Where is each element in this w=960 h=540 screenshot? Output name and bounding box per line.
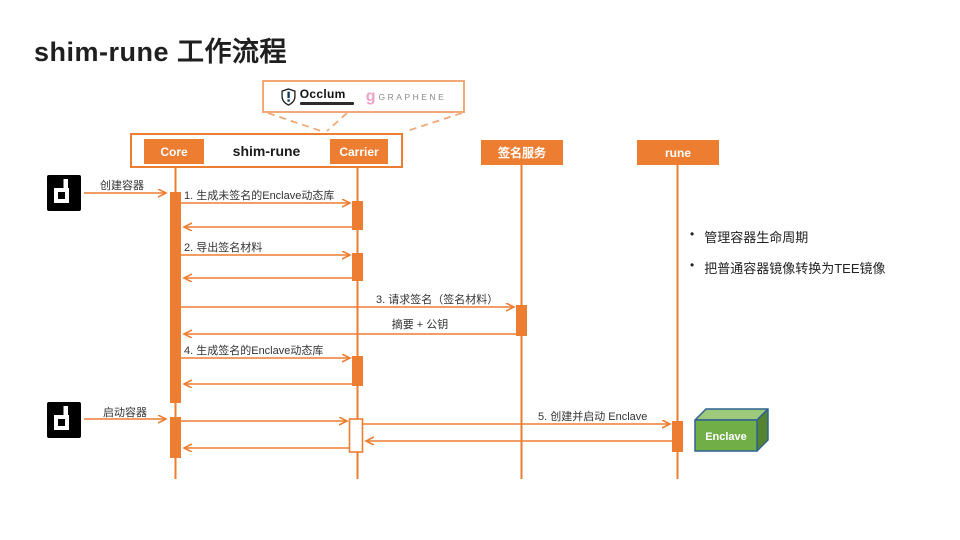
participant-sign-service: 签名服务 <box>481 140 563 165</box>
bullet-icon: • <box>690 227 695 241</box>
participant-core: Core <box>144 139 204 164</box>
graphene-logo: g GRAPHENE <box>365 87 447 105</box>
note-item: • 管理容器生命周期 <box>690 227 886 246</box>
note-item: • 把普通容器镜像转换为TEE镜像 <box>690 258 886 277</box>
occlum-tagline-bar <box>299 102 354 105</box>
message-4-label: 4. 生成签名的Enclave动态库 <box>184 345 324 357</box>
message-5-label: 5. 创建并启动 Enclave <box>538 411 648 423</box>
enclave-3d-box <box>694 408 769 452</box>
logo-callout: Occlum g GRAPHENE <box>262 80 465 113</box>
message-2-label: 2. 导出签名材料 <box>184 242 263 254</box>
occlum-shield-icon <box>281 87 296 106</box>
containerd-icon <box>47 402 81 438</box>
enclave-label: Enclave <box>705 431 747 443</box>
shim-rune-label: shim-rune <box>232 142 301 159</box>
notes-list: • 管理容器生命周期 • 把普通容器镜像转换为TEE镜像 <box>690 227 886 289</box>
participant-shim-rune: shim-rune Core Carrier <box>130 133 403 168</box>
message-3-label: 3. 请求签名（签名材料） <box>376 294 499 306</box>
action-start-container: 启动容器 <box>103 407 147 419</box>
message-arrows <box>84 193 672 448</box>
action-create-container: 创建容器 <box>100 180 144 192</box>
message-1-label: 1. 生成未签名的Enclave动态库 <box>184 190 335 202</box>
activation-bars <box>170 192 683 458</box>
page-title: shim-rune 工作流程 <box>34 37 288 67</box>
callout-dashed-lines <box>267 112 463 132</box>
graphene-logo-text: GRAPHENE <box>378 91 447 102</box>
occlum-logo-text: Occlum <box>299 87 346 101</box>
occlum-logo: Occlum <box>281 87 354 106</box>
containerd-icon <box>47 175 81 211</box>
graphene-g-icon: g <box>365 87 376 105</box>
note-text: 管理容器生命周期 <box>704 230 809 245</box>
participant-rune: rune <box>637 140 719 165</box>
message-3-return-label: 摘要 + 公钥 <box>391 319 449 331</box>
note-text: 把普通容器镜像转换为TEE镜像 <box>704 261 886 276</box>
participant-carrier: Carrier <box>330 139 388 164</box>
bullet-icon: • <box>690 258 695 272</box>
